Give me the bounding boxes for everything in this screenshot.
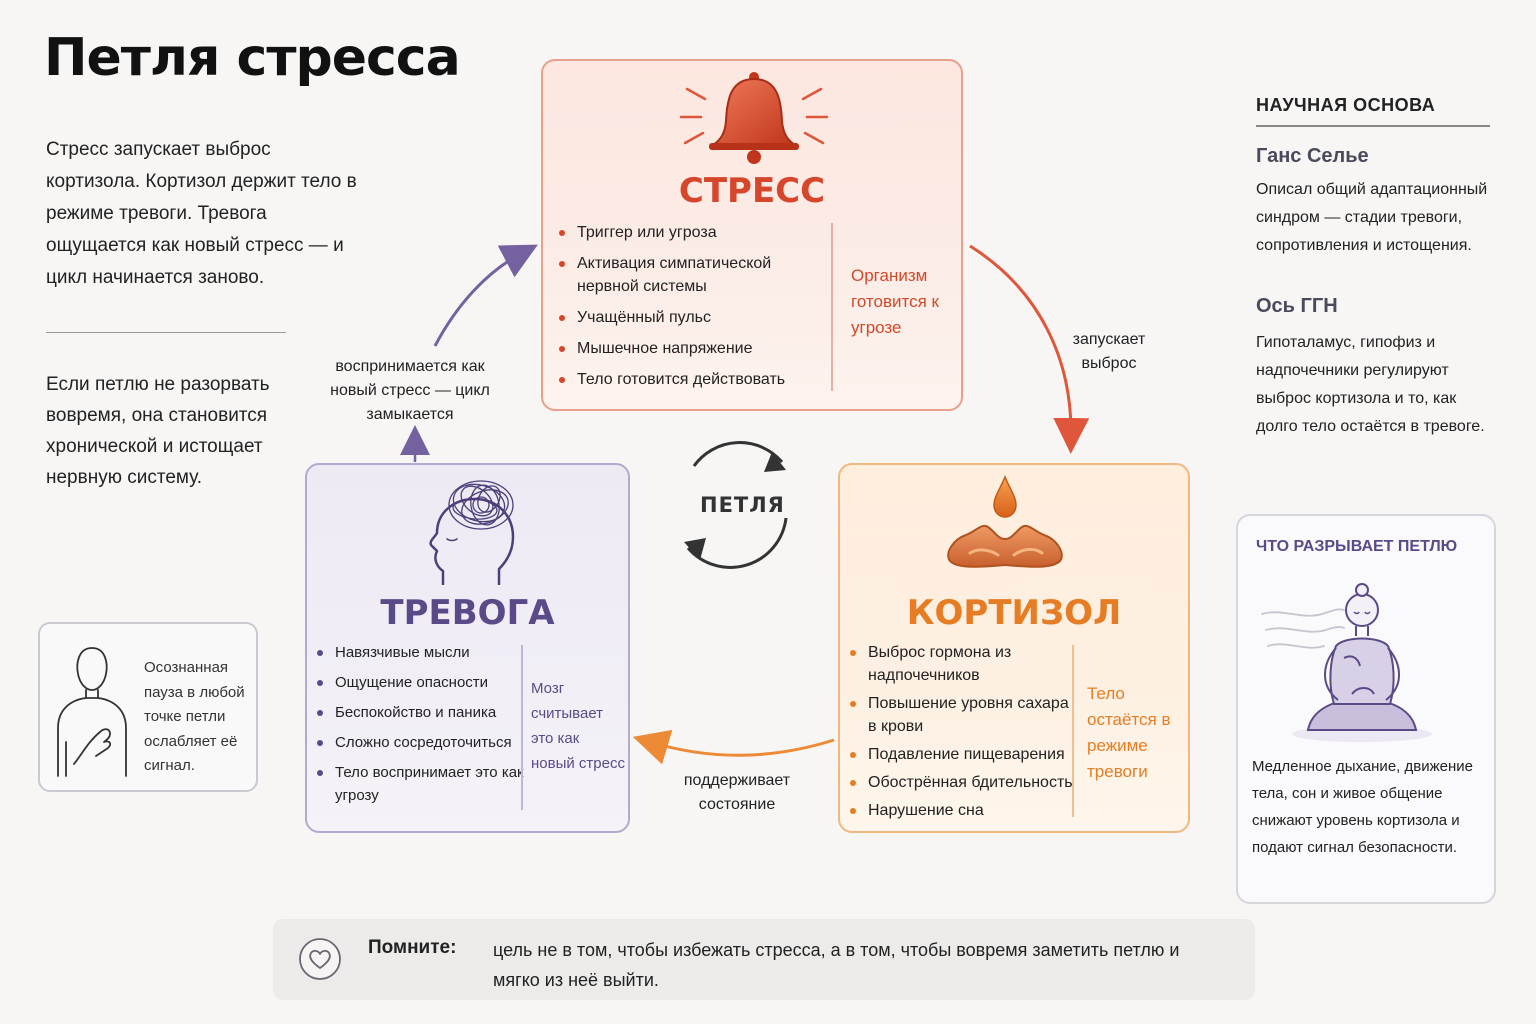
tangled-head-icon [429, 480, 515, 585]
intro-text: Стресс запускает выброс кортизола. Корти… [46, 139, 357, 288]
cortisol-divider [1072, 645, 1074, 817]
arrow-anxiety-to-stress [433, 244, 538, 347]
stress-divider [831, 223, 833, 391]
science-heading: НАУЧНАЯ ОСНОВА [1256, 95, 1436, 115]
list-item: Навязчивые мысли [315, 641, 530, 664]
label-cortisol-to-anxiety: поддерживает состояние [683, 772, 791, 813]
stress-note: Организм готовится к угрозе [851, 266, 939, 337]
anxiety-note: Мозг считывает это как новый стресс [531, 680, 625, 772]
cortisol-title: КОРТИЗОЛ [906, 593, 1122, 633]
remember-label: Помните: [368, 937, 457, 958]
stress-list: Триггер или угроза Активация симпатическ… [557, 221, 832, 399]
break-loop-title: ЧТО РАЗРЫВАЕТ ПЕТЛЮ [1256, 538, 1458, 555]
loop-label: ПЕТЛЯ [700, 493, 785, 517]
mindful-pause-card: Осознанная пауза в любой точке петли осл… [38, 622, 258, 792]
break-loop-card: ЧТО РАЗРЫВАЕТ ПЕТЛЮ Медленное дыхание, д… [1236, 514, 1496, 904]
label-anxiety-to-stress: воспринимается как новый стресс — цикл з… [330, 358, 490, 423]
heart-icon [299, 938, 341, 980]
anxiety-card: ТРЕВОГА Навязчивые мысли Ощущение опасно… [305, 463, 630, 833]
intro-divider [46, 332, 286, 333]
stress-title: СТРЕСС [678, 171, 826, 211]
page-title: Петля стресса [44, 28, 461, 88]
bell-icon [679, 72, 829, 164]
anxiety-list: Навязчивые мысли Ощущение опасности Бесп… [315, 641, 530, 814]
list-item: Беспокойство и паника [315, 701, 530, 724]
list-item: Нарушение сна [848, 799, 1078, 822]
list-item: Триггер или угроза [557, 221, 832, 244]
list-item: Подавление пищеварения [848, 743, 1078, 766]
arrow-cortisol-to-anxiety [632, 729, 835, 765]
hpa-title: Ось ГГН [1256, 295, 1338, 317]
list-item: Выброс гормона из надпочечников [848, 641, 1078, 687]
hpa-text: Гипоталамус, гипофиз и надпочечники регу… [1256, 334, 1485, 435]
mindful-pause-text: Осознанная пауза в любой точке петли осл… [144, 659, 245, 774]
list-item: Обострённая бдительность [848, 771, 1078, 794]
list-item: Сложно сосредоточиться [315, 731, 530, 754]
selye-text: Описал общий адаптационный синдром — ста… [1256, 181, 1488, 254]
intro-chronic-text: Если петлю не разорвать вовремя, она ста… [46, 374, 270, 488]
meditating-person-icon [1261, 583, 1432, 742]
hand-on-chest-person-icon [57, 647, 127, 777]
adrenal-gland-icon [947, 475, 1063, 568]
anxiety-divider [521, 645, 523, 810]
list-item: Активация симпатической нервной системы [557, 252, 832, 298]
remember-text: цель не в том, чтобы избежать стресса, а… [493, 940, 1180, 990]
remember-banner: Помните: цель не в том, чтобы избежать с… [273, 919, 1255, 1000]
list-item: Ощущение опасности [315, 671, 530, 694]
selye-title: Ганс Селье [1256, 145, 1369, 167]
cortisol-card: КОРТИЗОЛ Выброс гормона из надпочечников… [838, 463, 1190, 833]
list-item: Тело готовится действовать [557, 368, 832, 391]
list-item: Повышение уровня сахара в крови [848, 692, 1078, 738]
list-item: Тело воспринимает это как угрозу [315, 761, 530, 807]
break-loop-text: Медленное дыхание, движение тела, сон и … [1252, 758, 1473, 856]
cortisol-list: Выброс гормона из надпочечников Повышени… [848, 641, 1078, 827]
anxiety-title: ТРЕВОГА [380, 593, 555, 633]
stress-card: СТРЕСС Триггер или угроза Активация симп… [541, 59, 963, 411]
science-divider [1256, 125, 1490, 127]
cortisol-note: Тело остаётся в режиме тревоги [1087, 684, 1171, 781]
list-item: Мышечное напряжение [557, 337, 832, 360]
list-item: Учащённый пульс [557, 306, 832, 329]
label-stress-to-cortisol: запускает выброс [1072, 331, 1146, 372]
